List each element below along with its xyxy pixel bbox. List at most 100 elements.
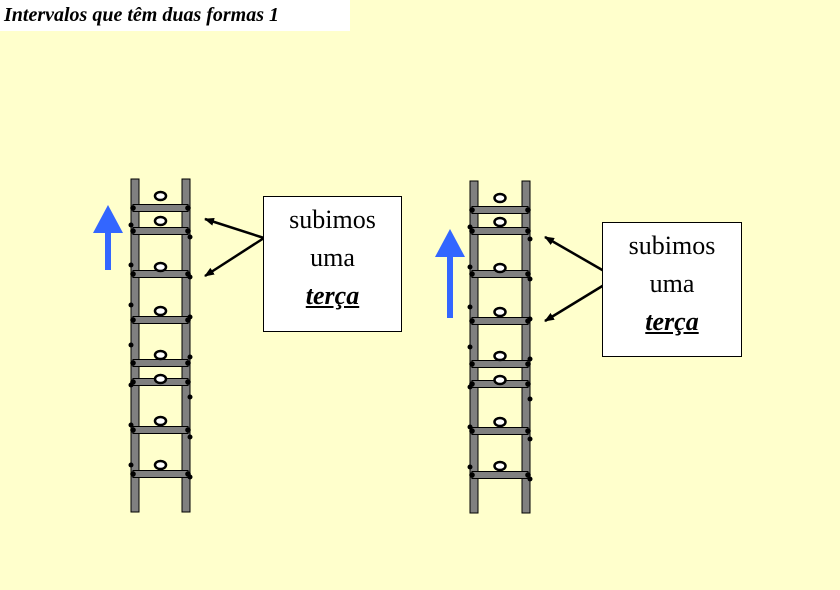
rivet-dot (130, 471, 136, 477)
rivet-dot (527, 276, 533, 282)
up-arrow-icon (105, 231, 111, 270)
hole-icon (153, 349, 168, 361)
rivet-dot (469, 271, 475, 277)
rivet-dot (128, 422, 134, 428)
rivet-dot (130, 271, 136, 277)
rivet-dot (130, 427, 136, 433)
up-arrow-icon (447, 255, 453, 318)
rivet-dot (525, 207, 531, 213)
rivet-dot (525, 472, 531, 478)
ladder-rung (132, 470, 189, 478)
rivet-dot (467, 344, 473, 350)
pointer-arrow-icon (204, 236, 265, 278)
rivet-dot (525, 228, 531, 234)
label-box-left: subimos uma terça (263, 196, 402, 332)
rivet-dot (467, 304, 473, 310)
rivet-dot (128, 342, 134, 348)
rivet-dot (128, 302, 134, 308)
ladder-rung (471, 427, 529, 435)
rivet-dot (130, 228, 136, 234)
pointer-arrow-icon (204, 217, 265, 240)
hole-icon (153, 373, 168, 385)
ladder-rung (132, 359, 189, 367)
label-line-1: subimos (628, 231, 716, 260)
rivet-dot (128, 262, 134, 268)
rivet-dot (467, 464, 473, 470)
rivet-dot (185, 228, 191, 234)
page-title: Intervalos que têm duas formas 1 (0, 0, 350, 31)
ladder-rung (132, 316, 189, 324)
ladder-rung (471, 206, 529, 214)
rivet-dot (187, 234, 193, 240)
rivet-dot (527, 316, 533, 322)
rivet-dot (187, 434, 193, 440)
rivet-dot (185, 205, 191, 211)
rivet-dot (527, 436, 533, 442)
rivet-dot (525, 428, 531, 434)
ladder-rung (471, 360, 529, 368)
ladder-icon (467, 180, 533, 514)
rivet-dot (469, 428, 475, 434)
ladder-rung (132, 204, 189, 212)
ladder-icon (128, 178, 193, 513)
label-line-1: subimos (289, 205, 376, 234)
rivet-dot (467, 264, 473, 270)
rivet-dot (469, 207, 475, 213)
hole-icon (493, 262, 507, 274)
rivet-dot (469, 472, 475, 478)
rivet-dot (469, 228, 475, 234)
hole-icon (493, 306, 507, 318)
label-box-right: subimos uma terça (602, 222, 742, 357)
rivet-dot (185, 360, 191, 366)
ladder-rung (132, 227, 189, 235)
rivet-dot (187, 274, 193, 280)
rivet-dot (130, 205, 136, 211)
rivet-dot (467, 384, 473, 390)
ladder-rung (132, 426, 189, 434)
rivet-dot (187, 314, 193, 320)
pointer-arrow-icon (544, 235, 605, 273)
rivet-dot (525, 381, 531, 387)
ladder-rung (471, 471, 529, 479)
ladder-rail (181, 178, 191, 513)
rivet-dot (525, 271, 531, 277)
rivet-dot (467, 424, 473, 430)
ladder-rung (471, 317, 529, 325)
hole-icon (493, 216, 507, 228)
label-line-2: uma (310, 243, 355, 272)
rivet-dot (469, 318, 475, 324)
rivet-dot (527, 236, 533, 242)
rivet-dot (187, 474, 193, 480)
rivet-dot (128, 382, 134, 388)
hole-icon (493, 416, 507, 428)
rivet-dot (527, 396, 533, 402)
hole-icon (493, 192, 507, 204)
hole-icon (493, 374, 507, 386)
hole-icon (153, 415, 168, 427)
rivet-dot (527, 476, 533, 482)
hole-icon (153, 261, 168, 273)
hole-icon (153, 215, 168, 227)
up-arrow-head-icon (435, 229, 465, 257)
rivet-dot (187, 354, 193, 360)
rivet-dot (128, 462, 134, 468)
hole-icon (493, 350, 507, 362)
hole-icon (153, 459, 168, 471)
rivet-dot (185, 427, 191, 433)
pointer-arrow-icon (544, 283, 605, 323)
hole-icon (153, 190, 168, 202)
rivet-dot (185, 379, 191, 385)
rivet-dot (130, 360, 136, 366)
label-line-2: uma (649, 269, 695, 298)
rivet-dot (527, 356, 533, 362)
rivet-dot (469, 361, 475, 367)
rivet-dot (128, 222, 134, 228)
label-line-3: terça (645, 307, 699, 336)
up-arrow-head-icon (93, 205, 123, 233)
rivet-dot (187, 394, 193, 400)
hole-icon (493, 460, 507, 472)
rivet-dot (525, 361, 531, 367)
ladder-rail (521, 180, 531, 514)
ladder-rung (471, 227, 529, 235)
